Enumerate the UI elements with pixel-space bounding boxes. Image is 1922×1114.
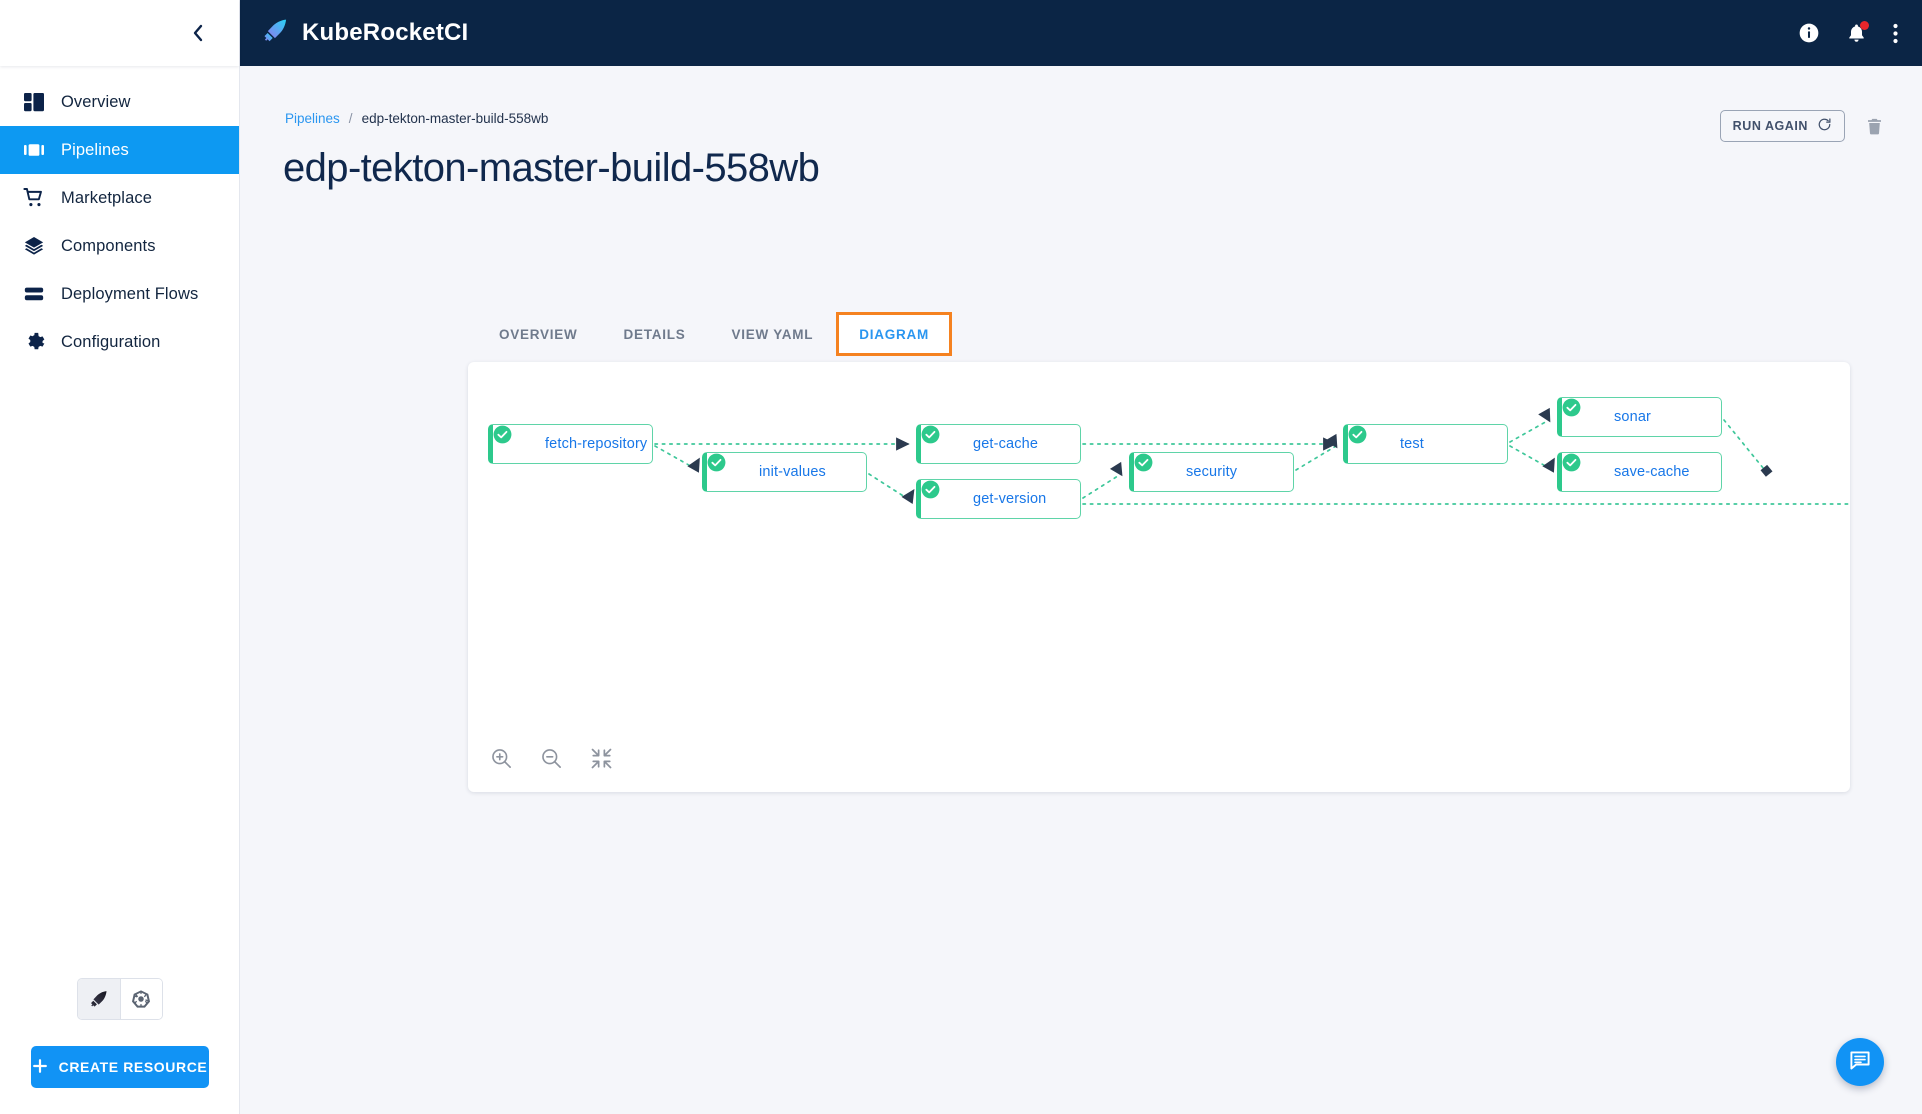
sidebar-item-components[interactable]: Components <box>0 222 239 270</box>
pipeline-node-security[interactable]: security <box>1129 452 1294 492</box>
sidebar-item-pipelines[interactable]: Pipelines <box>0 126 239 174</box>
kubernetes-icon <box>132 990 150 1008</box>
rocket-feather-icon <box>262 17 289 49</box>
pipeline-node-label: save-cache <box>1614 464 1690 480</box>
deployment-flows-icon <box>12 283 56 305</box>
notification-dot <box>1860 21 1869 30</box>
tab-view-yaml[interactable]: VIEW YAML <box>709 312 837 356</box>
pipeline-node-get-cache[interactable]: get-cache <box>916 424 1081 464</box>
tab-overview[interactable]: OVERVIEW <box>476 312 601 356</box>
check-circle-icon <box>921 425 951 454</box>
diagram-card: fetch-repository init-values get-cache <box>468 362 1850 792</box>
pipeline-node-sonar[interactable]: sonar <box>1557 397 1722 437</box>
pipeline-node-get-version[interactable]: get-version <box>916 479 1081 519</box>
tab-label: VIEW YAML <box>731 326 814 342</box>
delete-button[interactable] <box>1865 116 1884 137</box>
brand-name: KubeRocketCI <box>302 19 469 46</box>
pipelines-icon <box>12 139 56 161</box>
pipeline-node-label: get-cache <box>973 436 1039 452</box>
layers-icon <box>12 235 56 257</box>
shopping-cart-icon <box>12 187 56 209</box>
sidebar-footer: CREATE RESOURCE <box>0 978 239 1114</box>
check-circle-icon <box>1562 398 1592 427</box>
pipeline-node-init-values[interactable]: init-values <box>702 452 867 492</box>
chevron-left-icon[interactable] <box>183 19 211 47</box>
brand[interactable]: KubeRocketCI <box>262 17 468 49</box>
zoom-out-icon[interactable] <box>540 747 563 770</box>
run-again-button[interactable]: RUN AGAIN <box>1719 110 1845 142</box>
mode-toggle-group <box>76 978 163 1020</box>
main-content: Pipelines / edp-tekton-master-build-558w… <box>240 66 1922 1114</box>
mode-toggle-kuberocketci[interactable] <box>77 979 120 1019</box>
breadcrumb: Pipelines / edp-tekton-master-build-558w… <box>285 111 548 126</box>
check-circle-icon <box>1348 425 1378 454</box>
info-circle-icon[interactable] <box>1798 22 1820 44</box>
zoom-in-icon[interactable] <box>490 747 513 770</box>
create-resource-button[interactable]: CREATE RESOURCE <box>30 1046 209 1088</box>
sidebar-item-label: Components <box>61 236 156 255</box>
run-again-label: RUN AGAIN <box>1732 119 1808 133</box>
tab-label: OVERVIEW <box>499 326 578 342</box>
more-vertical-icon[interactable] <box>1893 23 1898 44</box>
sidebar-item-label: Deployment Flows <box>61 284 199 303</box>
pipeline-node-label: security <box>1186 464 1238 480</box>
check-circle-icon <box>921 480 951 509</box>
tab-label: DETAILS <box>623 326 686 342</box>
tab-diagram[interactable]: DIAGRAM <box>836 312 953 356</box>
rocket-feather-icon <box>90 991 106 1007</box>
pipeline-node-label: get-version <box>973 491 1047 507</box>
check-circle-icon <box>707 453 737 482</box>
mode-toggle-kubernetes[interactable] <box>119 979 162 1019</box>
sidebar-header <box>0 0 239 66</box>
fit-screen-icon[interactable] <box>590 747 613 770</box>
dashboard-icon <box>12 91 56 113</box>
breadcrumb-pipelines-link[interactable]: Pipelines <box>285 111 340 126</box>
sidebar: Overview Pipelines <box>0 0 240 1114</box>
sidebar-item-marketplace[interactable]: Marketplace <box>0 174 239 222</box>
bell-icon[interactable] <box>1846 21 1869 44</box>
sidebar-item-label: Overview <box>61 92 131 111</box>
breadcrumb-separator: / <box>348 111 353 126</box>
pipeline-node-label: test <box>1400 436 1424 452</box>
header-actions: RUN AGAIN <box>1719 110 1884 142</box>
topbar-actions <box>1798 21 1898 44</box>
chat-bubble-icon <box>1848 1048 1872 1077</box>
pipeline-node-fetch-repository[interactable]: fetch-repository <box>488 424 653 464</box>
check-circle-icon <box>493 425 523 454</box>
sidebar-nav: Overview Pipelines <box>0 78 239 366</box>
diagram-edges <box>654 407 1850 505</box>
sidebar-item-overview[interactable]: Overview <box>0 78 239 126</box>
pipeline-node-test[interactable]: test <box>1343 424 1508 464</box>
sidebar-item-configuration[interactable]: Configuration <box>0 318 239 366</box>
diagram-canvas[interactable]: fetch-repository init-values get-cache <box>468 362 1850 792</box>
plus-icon <box>32 1058 48 1077</box>
sidebar-item-label: Marketplace <box>61 188 152 207</box>
check-circle-icon <box>1134 453 1164 482</box>
top-bar: KubeRocketCI <box>240 0 1922 66</box>
create-resource-label: CREATE RESOURCE <box>58 1059 208 1075</box>
sidebar-item-label: Configuration <box>61 332 161 351</box>
pipeline-node-label: sonar <box>1614 409 1652 425</box>
chat-fab-button[interactable] <box>1836 1038 1884 1086</box>
sidebar-item-deployment-flows[interactable]: Deployment Flows <box>0 270 239 318</box>
breadcrumb-current: edp-tekton-master-build-558wb <box>361 111 549 126</box>
page-title: edp-tekton-master-build-558wb <box>283 146 820 190</box>
tab-bar: OVERVIEW DETAILS VIEW YAML DIAGRAM <box>476 312 953 356</box>
pipeline-node-label: fetch-repository <box>545 436 648 452</box>
check-circle-icon <box>1562 453 1592 482</box>
tab-details[interactable]: DETAILS <box>601 312 709 356</box>
gear-icon <box>12 331 56 353</box>
pipeline-node-save-cache[interactable]: save-cache <box>1557 452 1722 492</box>
refresh-icon <box>1817 117 1832 135</box>
sidebar-item-label: Pipelines <box>61 140 129 159</box>
tab-label: DIAGRAM <box>859 326 930 342</box>
pipeline-node-label: init-values <box>759 464 826 480</box>
diagram-controls <box>490 747 613 770</box>
